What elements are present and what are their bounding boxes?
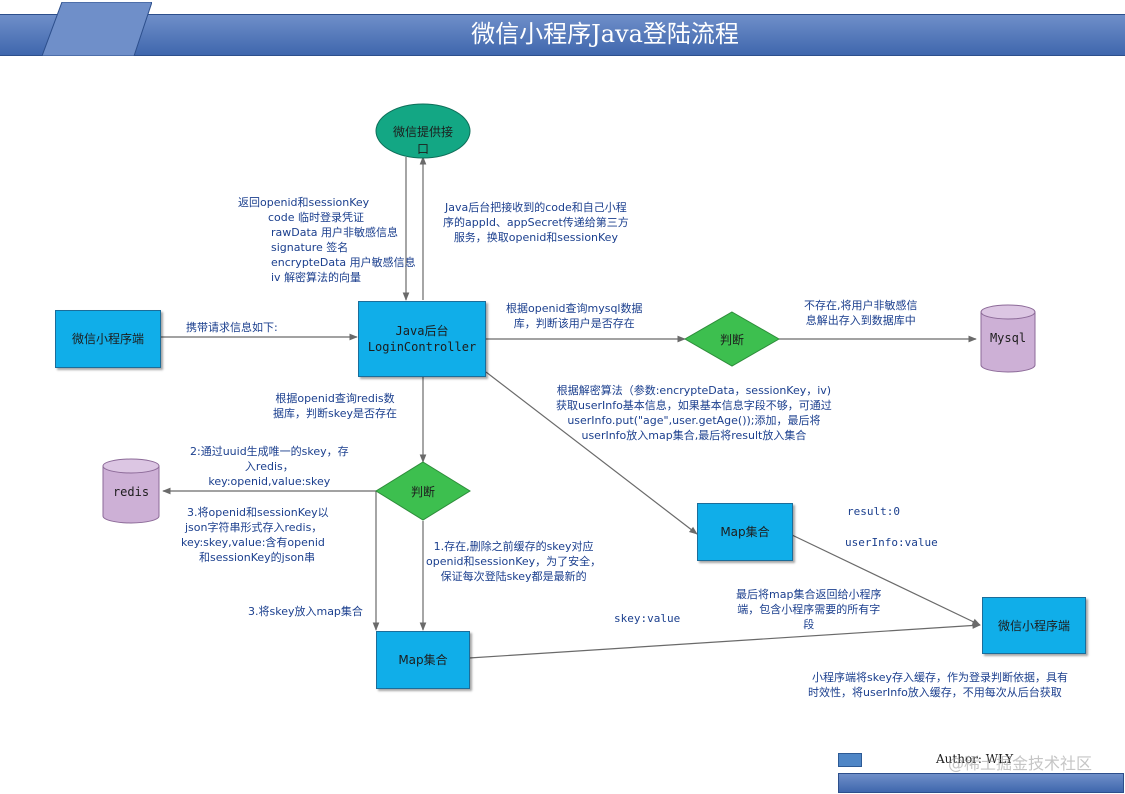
decrypt-line: 获取userInfo基本信息，如果基本信息字段不够，可通过: [556, 399, 832, 412]
gen-skey-line: key:openid,value:skey: [208, 475, 331, 488]
return-openid-line: iv 解密算法的向量: [271, 271, 362, 284]
mysql-label: Mysql: [989, 331, 1027, 345]
put-skey-note: 3.将skey放入map集合: [248, 605, 363, 618]
redis-cylinder: [102, 458, 160, 524]
backend-label-line2: LoginController: [367, 340, 477, 354]
return-openid-line: 返回openid和sessionKey: [238, 196, 370, 209]
return-map-line: 端，包含小程序需要的所有字: [737, 603, 881, 616]
not-exist-line: 不存在,将用户非敏感信: [804, 299, 918, 312]
exists-line: 保证每次登陆skey都是最新的: [440, 570, 587, 583]
save-json-line: json字符串形式存入redis，: [185, 521, 323, 534]
gen-skey-line: 入redis，: [244, 460, 294, 473]
map-bottom-label: Map集合: [398, 653, 448, 667]
judge-mysql-label: 判断: [719, 333, 744, 347]
send-code-line: Java后台把接收到的code和自己小程: [445, 201, 627, 214]
decrypt-line: userInfo.put("age",user.getAge());添加，最后将: [567, 414, 821, 427]
judge-redis-diamond: [375, 461, 471, 521]
map-right-label: Map集合: [720, 525, 770, 539]
decrypt-note: 根据解密算法（参数:encrypteData，sessionKey，iv) 获取…: [556, 383, 832, 443]
map-bottom-box: Map集合: [376, 631, 470, 689]
backend-box: Java后台 LoginController: [358, 301, 486, 377]
query-mysql-line: 根据openid查询mysql数据: [506, 302, 643, 315]
decrypt-line: userInfo放入map集合,最后将result放入集合: [581, 429, 807, 442]
miniapp-right-box: 微信小程序端: [982, 597, 1086, 654]
not-exist-line: 息解出存入到数据库中: [805, 314, 916, 327]
result-note: result:0: [847, 505, 900, 518]
judge-mysql-diamond: [683, 311, 781, 367]
return-openid-line: signature 签名: [271, 241, 349, 254]
save-json-note: 3.将openid和sessionKey以 json字符串形式存入redis， …: [181, 505, 329, 565]
query-redis-line: 据库，判断skey是否存在: [273, 407, 397, 420]
wechat-api-node: [375, 103, 471, 159]
footer-decoration: [838, 753, 862, 767]
save-json-line: 3.将openid和sessionKey以: [187, 506, 329, 519]
edge-map-right-miniapp: [791, 534, 981, 626]
exists-line: openid和sessionKey，为了安全，: [426, 555, 602, 568]
skey-value-note: skey:value: [614, 612, 681, 625]
return-openid-line: rawData 用户非敏感信息: [271, 226, 399, 239]
wechat-api-label: 微信提供接口: [393, 125, 454, 156]
mysql-cylinder: [980, 304, 1036, 373]
return-openid-line: encrypteData 用户敏感信息: [271, 256, 416, 269]
miniapp-left-label: 微信小程序端: [71, 332, 144, 346]
send-code-line: 服务，换取openid和sessionKey: [453, 231, 618, 244]
return-map-line: 段: [803, 618, 815, 631]
cache-line: 时效性，将userInfo放入缓存，不用每次从后台获取: [808, 686, 1062, 699]
query-mysql-line: 库，判断该用户是否存在: [513, 317, 635, 330]
exists-line: 1.存在,删除之前缓存的skey对应: [433, 540, 594, 553]
site-watermark: @稀土掘金技术社区: [948, 754, 1093, 773]
not-exist-note: 不存在,将用户非敏感信 息解出存入到数据库中: [804, 298, 918, 328]
backend-label-line1: Java后台: [395, 324, 449, 338]
carry-request-note: 携带请求信息如下:: [186, 321, 278, 334]
save-json-line: 和sessionKey的json串: [199, 551, 316, 564]
miniapp-left-box: 微信小程序端: [55, 310, 161, 368]
redis-label: redis: [112, 485, 150, 499]
return-openid-note: 返回openid和sessionKey code 临时登录凭证 rawData …: [238, 195, 416, 285]
save-json-line: key:skey,value:含有openid: [181, 536, 325, 549]
cache-line: 小程序端将skey存入缓存，作为登录判断依据，具有: [812, 671, 1068, 684]
banner-notch: [42, 2, 152, 56]
miniapp-right-label: 微信小程序端: [997, 618, 1070, 633]
footer-bar: [838, 773, 1124, 793]
cache-note: 小程序端将skey存入缓存，作为登录判断依据，具有 时效性，将userInfo放…: [808, 670, 1068, 700]
author-label: Author: WLY: [936, 752, 1014, 766]
send-code-line: 序的appId、appSecret传递给第三方: [443, 216, 629, 229]
exists-note: 1.存在,删除之前缓存的skey对应 openid和sessionKey，为了安…: [426, 539, 601, 584]
query-redis-line: 根据openid查询redis数: [275, 392, 395, 405]
gen-skey-line: 2:通过uuid生成唯一的skey，存: [190, 445, 349, 458]
return-map-note: 最后将map集合返回给小程序 端，包含小程序需要的所有字 段: [736, 587, 881, 632]
page-title: 微信小程序Java登陆流程: [471, 20, 739, 48]
query-mysql-note: 根据openid查询mysql数据 库，判断该用户是否存在: [506, 301, 643, 331]
decrypt-line: 根据解密算法（参数:encrypteData，sessionKey，iv): [556, 384, 832, 397]
gen-skey-note: 2:通过uuid生成唯一的skey，存 入redis， key:openid,v…: [190, 444, 349, 489]
title-banner: [0, 14, 1125, 56]
edge-map-bottom-miniapp: [468, 622, 981, 659]
map-right-box: Map集合: [697, 503, 793, 561]
return-openid-line: code 临时登录凭证: [268, 211, 365, 224]
edge-backend-map-right: [485, 371, 698, 535]
judge-redis-label: 判断: [410, 485, 435, 499]
userinfo-value-note: userInfo:value: [845, 536, 938, 549]
send-code-note: Java后台把接收到的code和自己小程 序的appId、appSecret传递…: [443, 200, 629, 245]
return-map-line: 最后将map集合返回给小程序: [736, 588, 882, 601]
query-redis-note: 根据openid查询redis数 据库，判断skey是否存在: [273, 391, 397, 421]
